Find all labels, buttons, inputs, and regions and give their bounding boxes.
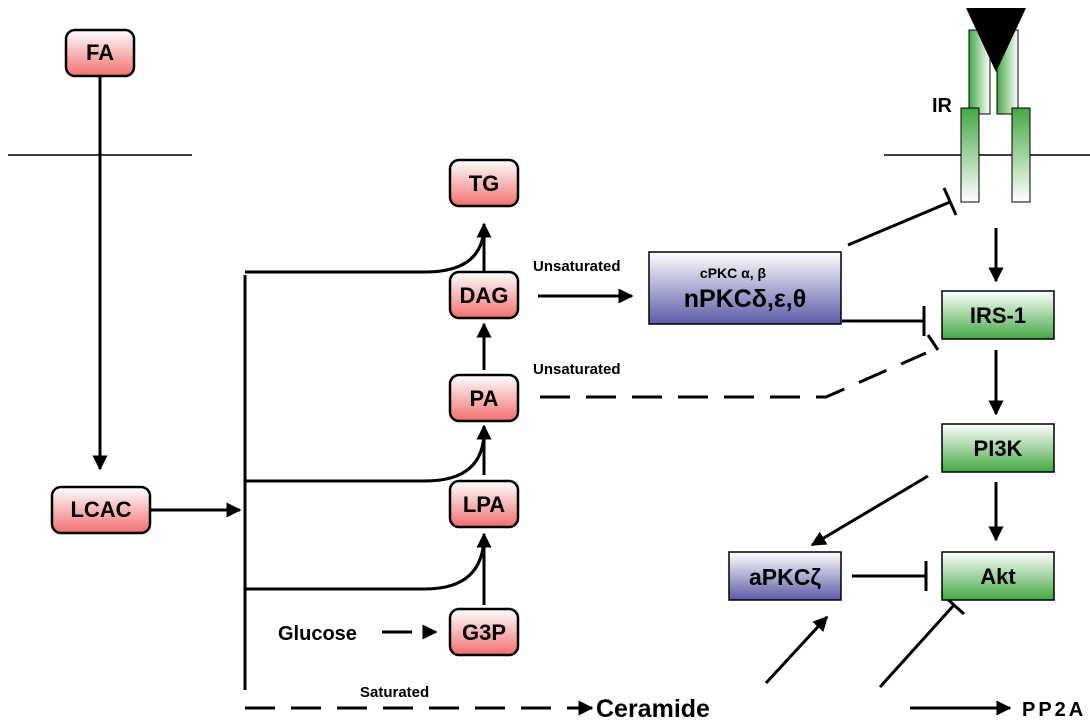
label-ceramide: Ceramide bbox=[596, 695, 710, 723]
label-glucose: Glucose bbox=[278, 623, 357, 645]
dashed-pa-irs1 bbox=[540, 351, 927, 399]
svg-text:PA: PA bbox=[470, 386, 499, 411]
insulin-receptor bbox=[960, 8, 1031, 203]
node-dag: DAG bbox=[448, 270, 520, 320]
node-pa: PA bbox=[448, 373, 520, 423]
svg-text:Akt: Akt bbox=[980, 564, 1016, 589]
node-lcac: LCAC bbox=[50, 485, 152, 535]
label-unsaturated-pa: Unsaturated bbox=[533, 361, 621, 378]
svg-text:LCAC: LCAC bbox=[70, 497, 131, 522]
inhibit-bar-pa-irs1 bbox=[926, 334, 940, 351]
ir-label: IR bbox=[932, 95, 953, 117]
node-irs1: IRS-1 bbox=[941, 290, 1055, 340]
node-fa: FA bbox=[64, 28, 136, 78]
inhibit-pp2a-akt bbox=[878, 603, 956, 689]
branch-to-lpa bbox=[245, 534, 486, 591]
svg-text:aPKCζ: aPKCζ bbox=[749, 564, 821, 590]
arrow-pi3k-apkc bbox=[810, 474, 929, 547]
node-tg: TG bbox=[448, 158, 520, 208]
node-pi3k: PI3K bbox=[941, 423, 1055, 473]
svg-text:LPA: LPA bbox=[463, 492, 505, 517]
node-g3p: G3P bbox=[448, 607, 520, 657]
label-unsaturated-dag: Unsaturated bbox=[533, 258, 621, 275]
svg-text:G3P: G3P bbox=[462, 620, 506, 645]
svg-text:TG: TG bbox=[469, 171, 500, 196]
svg-text:PI3K: PI3K bbox=[974, 436, 1023, 461]
node-akt: Akt bbox=[941, 551, 1055, 601]
svg-text:DAG: DAG bbox=[460, 283, 509, 308]
svg-text:FA: FA bbox=[86, 40, 114, 65]
label-pp2a: PP2A bbox=[1022, 699, 1086, 721]
label-saturated: Saturated bbox=[360, 684, 429, 701]
arrow-ceramide-apkc bbox=[764, 615, 829, 685]
pkc-bottom-label: nPKCδ,ε,θ bbox=[684, 285, 807, 313]
branch-to-tg bbox=[245, 224, 486, 274]
inhibit-pkc-ir bbox=[847, 200, 951, 247]
svg-text:IRS-1: IRS-1 bbox=[970, 303, 1026, 328]
pkc-top-label: cPKC α, β bbox=[700, 265, 767, 281]
solid-arrows bbox=[92, 76, 1012, 716]
inhibition-lines bbox=[842, 187, 966, 689]
node-pkc: cPKC α, β nPKCδ,ε,θ bbox=[648, 251, 842, 325]
branch-to-pa bbox=[245, 430, 486, 483]
node-apkc: aPKCζ bbox=[728, 551, 842, 601]
node-lpa: LPA bbox=[448, 479, 520, 529]
dashed-arrows bbox=[245, 351, 927, 716]
insulin-ligand-icon bbox=[966, 8, 1026, 72]
